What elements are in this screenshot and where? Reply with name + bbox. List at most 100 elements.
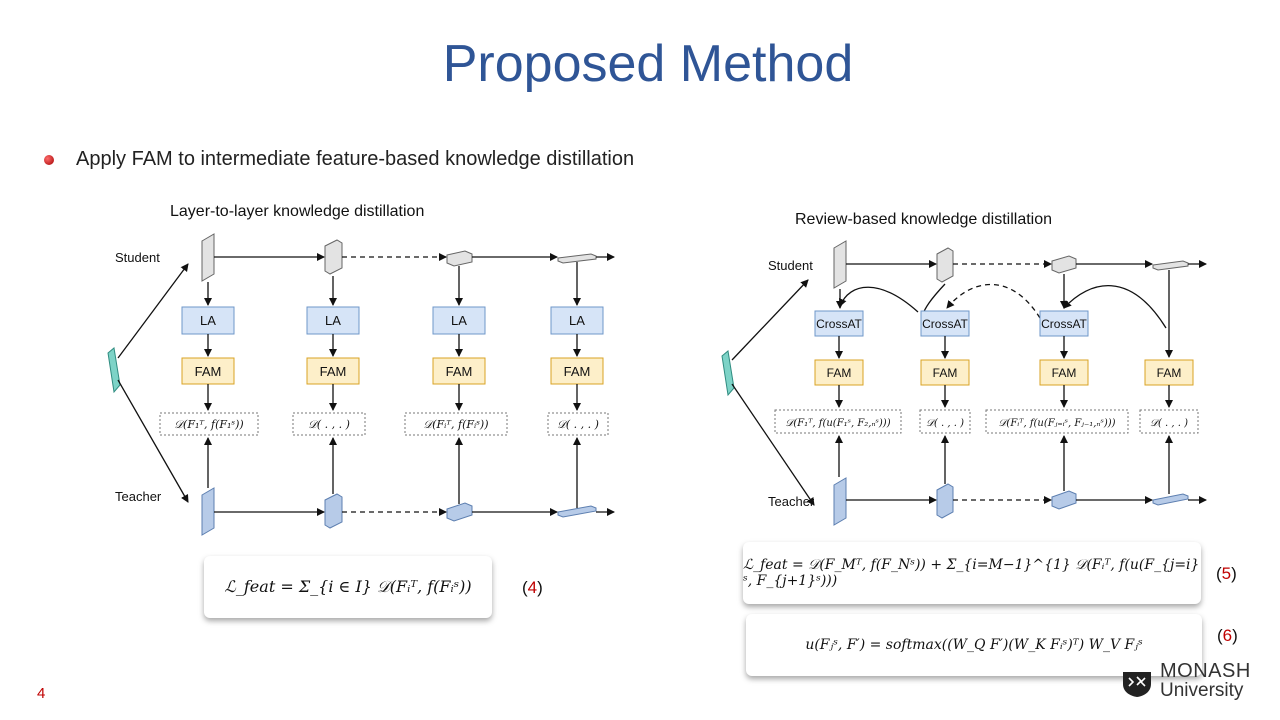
la-box: [550, 306, 604, 335]
logo-line-2: University: [1160, 680, 1244, 701]
left-student-label: Student: [115, 250, 160, 265]
crossat-curve-3-to-2: [946, 283, 1041, 319]
equation-6-number: (6): [1217, 626, 1238, 645]
left-input-to-student-arrow: [117, 263, 189, 359]
left-column-1: LA FAM 𝒟(F₁ᵀ, f(F₁ˢ)): [159, 282, 259, 488]
left-student-block-1: [201, 233, 215, 282]
distance-label: 𝒟( . , . ): [926, 418, 964, 429]
fam-box: [550, 357, 604, 385]
fam-box: [306, 357, 360, 385]
distance-label: 𝒟(F₁ᵀ, f(u(F₁ˢ, F₂,ₙˢ))): [785, 418, 890, 429]
fam-box: [1039, 359, 1089, 386]
page-number: 4: [37, 685, 46, 702]
right-column-4: FAM 𝒟( . , . ): [1139, 270, 1199, 494]
right-column-2: CrossAT FAM 𝒟( . , . ): [919, 310, 971, 484]
slide-title: Proposed Method: [442, 35, 854, 93]
monash-logo: MONASH University: [1118, 660, 1254, 704]
fam-box: [920, 359, 970, 386]
left-diagram-title: Layer-to-layer knowledge distillation: [170, 203, 425, 220]
right-teacher-block-3: [1051, 490, 1077, 510]
equation-4-box: ℒ_feat = Σ_{i ∈ I} 𝒟(Fᵢᵀ, f(Fᵢˢ)): [204, 556, 492, 618]
equation-6-box: u(Fⱼˢ, F′) = softmax((W_Q F′)(W_K Fᵢˢ)ᵀ)…: [746, 614, 1202, 676]
equation-4: ℒ_feat = Σ_{i ∈ I} 𝒟(Fᵢᵀ, f(Fᵢˢ)): [224, 577, 472, 596]
fam-box: [814, 359, 864, 386]
distance-box: [919, 409, 971, 434]
left-input-to-teacher-arrow: [117, 379, 189, 503]
equation-5-number: (5): [1216, 564, 1237, 583]
bullet-icon: [44, 154, 54, 165]
right-teacher-block-2: [936, 483, 954, 519]
la-box: [432, 306, 486, 335]
right-student-block-4: [1152, 260, 1189, 271]
equation-6: u(Fⱼˢ, F′) = softmax((W_Q F′)(W_K Fᵢˢ)ᵀ)…: [805, 637, 1143, 653]
left-teacher-label: Teacher: [115, 489, 162, 504]
distance-label: 𝒟( . , . ): [308, 418, 350, 431]
right-student-label: Student: [768, 258, 813, 273]
left-column-4: LA FAM 𝒟( . , . ): [547, 262, 609, 508]
bullet-point: Apply FAM to intermediate feature-based …: [44, 148, 634, 171]
crossat-curve-2-to-1: [839, 286, 919, 313]
equation-5-box: ℒ_feat = 𝒟(F_Mᵀ, f(F_Nˢ)) + Σ_{i=M−1}^{1…: [743, 542, 1201, 604]
fam-label: FAM: [1052, 366, 1077, 380]
left-teacher-block-1: [201, 487, 215, 536]
fam-label: FAM: [933, 366, 958, 380]
fam-box: [432, 357, 486, 385]
left-diagram: Student Teacher LA FAM: [107, 233, 615, 536]
right-input-to-student-arrow: [731, 279, 809, 361]
fam-label: FAM: [320, 364, 347, 379]
fam-label: FAM: [195, 364, 222, 379]
distance-box: [159, 412, 259, 436]
distance-box: [985, 409, 1129, 434]
distance-box: [404, 412, 508, 436]
right-diagram: Student Teacher CrossAT: [721, 240, 1207, 526]
fam-label: FAM: [827, 366, 852, 380]
right-diagram-title: Review-based knowledge distillation: [795, 211, 1053, 228]
monash-crest-icon: [1123, 672, 1151, 697]
la-label: LA: [325, 313, 341, 328]
left-column-3: LA FAM 𝒟(Fᵢᵀ, f(Fᵢˢ)): [404, 266, 508, 504]
la-box: [306, 306, 360, 335]
left-column-2: LA FAM 𝒟( . , . ): [292, 276, 366, 494]
crossat-label: CrossAT: [816, 317, 862, 331]
la-label: LA: [200, 313, 216, 328]
equation-4-number: (4): [522, 578, 543, 597]
left-teacher-block-2: [324, 493, 343, 529]
fam-box: [181, 357, 235, 385]
equation-6-number-value: 6: [1222, 626, 1233, 645]
crossat-label: CrossAT: [1041, 317, 1087, 331]
distance-label: 𝒟(Fᵢᵀ, f(Fᵢˢ)): [423, 418, 488, 431]
left-student-block-3: [446, 250, 473, 267]
right-teacher-label: Teacher: [768, 494, 815, 509]
distance-label: 𝒟(F₁ᵀ, f(F₁ˢ)): [174, 418, 243, 431]
logo-line-1: MONASH: [1160, 660, 1251, 682]
right-student-block-3: [1051, 255, 1077, 274]
left-teacher-block-4: [557, 505, 597, 518]
la-label: LA: [569, 313, 585, 328]
right-teacher-block-1: [833, 477, 847, 526]
equation-5: ℒ_feat = 𝒟(F_Mᵀ, f(F_Nˢ)) + Σ_{i=M−1}^{1…: [743, 557, 1200, 589]
crossat-box: [814, 310, 864, 337]
fam-label: FAM: [1157, 366, 1182, 380]
right-student-block-2: [936, 247, 954, 283]
distance-label: 𝒟(Fᵢᵀ, f(u(Fⱼ₌ᵢˢ, Fⱼ₋₁,ₙˢ))): [998, 418, 1115, 429]
left-teacher-block-3: [446, 502, 473, 522]
left-student-block-2: [324, 239, 343, 275]
distance-box: [1139, 409, 1199, 434]
fam-label: FAM: [564, 364, 591, 379]
right-student-block-1: [833, 240, 847, 289]
equation-5-number-value: 5: [1221, 564, 1232, 583]
distance-box: [292, 412, 366, 436]
crossat-curve-4-to-3: [1063, 285, 1167, 329]
equation-4-number-value: 4: [527, 578, 538, 597]
right-column-1: CrossAT FAM 𝒟(F₁ᵀ, f(u(F₁ˢ, F₂,ₙˢ))): [774, 289, 902, 477]
bullet-text: Apply FAM to intermediate feature-based …: [76, 148, 635, 170]
crossat-label: CrossAT: [922, 317, 968, 331]
left-student-block-4: [557, 253, 597, 264]
la-label: LA: [451, 313, 467, 328]
fam-label: FAM: [446, 364, 473, 379]
distance-label: 𝒟( . , . ): [1150, 418, 1188, 429]
distance-box: [774, 409, 902, 434]
right-column-3: CrossAT FAM 𝒟(Fᵢᵀ, f(u(Fⱼ₌ᵢˢ, Fⱼ₋₁,ₙˢ))): [985, 274, 1129, 491]
distance-label: 𝒟( . , . ): [557, 418, 599, 431]
